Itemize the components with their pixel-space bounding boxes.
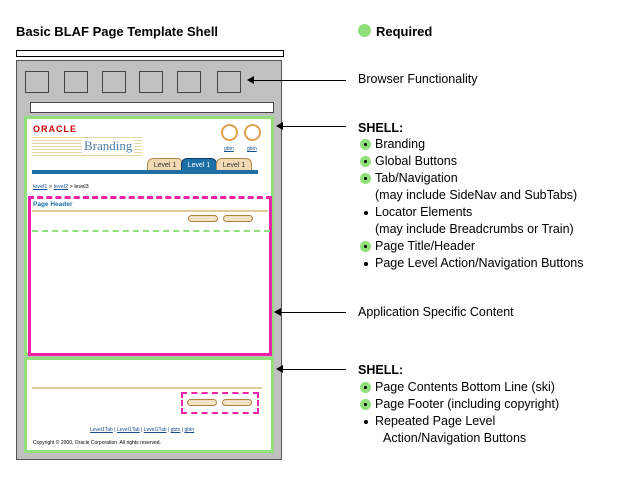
arrow-head: [276, 365, 283, 373]
browser-title-bar: [16, 50, 284, 57]
required-bullet-icon: [360, 399, 371, 410]
footer-link: Level1Tab: [90, 427, 113, 433]
header-bottom-dash: [32, 230, 270, 232]
required-legend-label: Required: [376, 24, 433, 39]
shell-item-note: (may include SideNav and SubTabs): [375, 188, 578, 202]
arrow-line: [279, 312, 346, 313]
shell-item-required: Page Footer (including copyright): [360, 397, 559, 411]
footer-link: gbtn: [184, 427, 195, 433]
diagram-title: Basic BLAF Page Template Shell: [16, 24, 219, 39]
arrow-line: [281, 126, 346, 127]
header-rule: [32, 210, 268, 212]
browser-button: [102, 71, 126, 93]
tab-level1: Level 1: [216, 158, 252, 171]
shell-item-required: Global Buttons: [360, 154, 457, 168]
action-button: [188, 215, 218, 222]
footer-action-button: [187, 399, 217, 406]
app-content-region: [28, 196, 272, 356]
optional-bullet-icon: [364, 262, 368, 266]
browser-button: [64, 71, 88, 93]
global-button-label: gbtn: [224, 146, 234, 152]
shell-item-optional: Page Level Action/Navigation Buttons: [360, 256, 583, 270]
required-bullet-icon: [360, 382, 371, 393]
action-button: [223, 215, 253, 222]
shell-item-required: Tab/Navigation: [360, 171, 458, 185]
footer-links: Level1Tab | Level1Tab | Level1Tab | gbtn…: [90, 427, 195, 433]
breadcrumb-item: level1: [33, 184, 48, 190]
page-header: Page Header: [33, 201, 73, 208]
footer-link: Level1Tab: [116, 427, 140, 433]
copyright-text: Copyright © 2000, Oracle Corporation. Al…: [33, 440, 161, 446]
required-bullet-icon: [360, 139, 371, 150]
arrow-line: [281, 369, 346, 370]
oracle-logo: ORACLE: [33, 124, 77, 134]
shell-item-note: Action/Navigation Buttons: [383, 431, 527, 445]
footer-action-button: [222, 399, 252, 406]
annotation-app-content: Application Specific Content: [358, 305, 514, 319]
ski-line: [32, 387, 262, 389]
annotation-browser: Browser Functionality: [358, 72, 478, 86]
shell-item-note: (may include Breadcrumbs or Train): [375, 222, 574, 236]
optional-bullet-icon: [364, 420, 368, 424]
shell-item-required: Page Title/Header: [360, 239, 475, 253]
arrow-line: [252, 80, 346, 81]
global-button-label: gbtn: [247, 146, 257, 152]
shell-item-optional: Locator Elements: [360, 205, 472, 219]
required-bullet-icon: [360, 173, 371, 184]
browser-button: [25, 71, 49, 93]
breadcrumb: level1 > level2 > level3: [33, 184, 89, 190]
shell-item-required: Page Contents Bottom Line (ski): [360, 380, 555, 394]
address-bar: [30, 102, 274, 113]
shell-item-required: Branding: [360, 137, 425, 151]
required-bullet-icon: [360, 241, 371, 252]
global-button-icon: [221, 124, 238, 141]
browser-button: [139, 71, 163, 93]
footer-link: gbtn: [170, 427, 181, 433]
global-button-icon: [244, 124, 261, 141]
repeated-buttons-region: [181, 392, 259, 414]
branding-text: Branding: [82, 138, 135, 154]
shell-bottom-heading: SHELL:: [358, 363, 404, 377]
arrow-head: [247, 76, 254, 84]
browser-button: [217, 71, 241, 93]
shell-bottom-region: [24, 357, 274, 453]
footer-link: Level1Tab: [143, 427, 167, 433]
arrow-head: [276, 122, 283, 130]
shell-item-optional: Repeated Page Level: [360, 414, 495, 428]
tab-underline: [32, 170, 258, 174]
required-legend-dot: [358, 24, 371, 37]
breadcrumb-item: level2: [53, 184, 69, 190]
shell-top-heading: SHELL:: [358, 121, 404, 135]
arrow-head: [274, 308, 281, 316]
browser-button: [177, 71, 201, 93]
optional-bullet-icon: [364, 211, 368, 215]
breadcrumb-item: level3: [74, 184, 89, 190]
required-bullet-icon: [360, 156, 371, 167]
